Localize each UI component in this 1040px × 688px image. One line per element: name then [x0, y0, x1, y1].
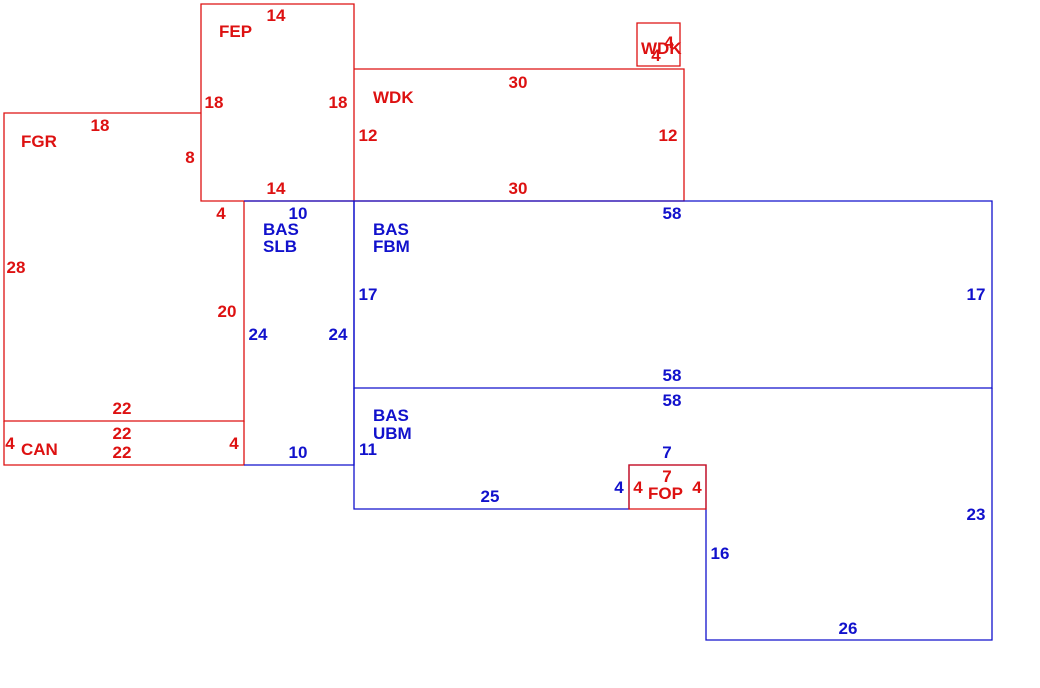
dim-bas-ubm-right: 23 — [967, 505, 986, 524]
area-bas-fbm: BAS FBM 58 17 17 58 — [353, 200, 993, 389]
dim-wdk-left: 12 — [359, 126, 378, 145]
dim-wdk-bottom: 30 — [509, 179, 528, 198]
dim-fep-left: 18 — [205, 93, 224, 112]
area-can: CAN 22 4 4 22 — [3, 421, 245, 466]
outline-bas-ubm — [353, 388, 993, 641]
dim-fgr-right: 20 — [218, 302, 237, 321]
dim-fop-right: 4 — [692, 478, 702, 497]
label-bas-fbm-line2: FBM — [373, 237, 410, 256]
dim-fgr-step: 4 — [216, 204, 226, 223]
dim-bas-ubm-left: 11 — [359, 440, 377, 459]
dim-bas-fbm-right: 17 — [967, 285, 986, 304]
dim-can-left: 4 — [5, 434, 15, 453]
dim-fop-top: 7 — [662, 467, 671, 486]
dim-fep-bottom: 14 — [267, 179, 286, 198]
dim-bas-fbm-top: 58 — [663, 204, 682, 223]
area-bas-ubm: BAS UBM 58 11 7 4 25 16 23 26 — [353, 388, 993, 641]
dim-can-top: 22 — [113, 424, 132, 443]
dim-fgr-top: 18 — [91, 116, 110, 135]
dim-bas-slb-left: 24 — [249, 325, 268, 344]
label-wdk: WDK — [373, 88, 414, 107]
dim-bas-ubm-notch-left: 4 — [614, 478, 624, 497]
dim-fep-top: 14 — [267, 6, 286, 25]
area-wdk: WDK 30 12 12 30 — [354, 68, 685, 202]
dim-bas-ubm-inner: 16 — [711, 544, 730, 563]
area-wdk-small: WDK 4 4 — [636, 22, 682, 67]
dim-wdk-top: 30 — [509, 73, 528, 92]
outline-wdk-small — [636, 22, 681, 67]
dim-fgr-notch: 8 — [185, 148, 194, 167]
dim-fgr-left: 28 — [7, 258, 26, 277]
label-wdk-small: WDK — [641, 39, 682, 58]
outline-can — [3, 421, 245, 466]
dim-can-right: 4 — [229, 434, 239, 453]
label-bas-fbm-line1: BAS — [373, 220, 409, 239]
area-bas-slb: BAS SLB 10 24 24 10 — [244, 200, 355, 466]
label-fep: FEP — [219, 22, 252, 41]
dim-wdk-small-a: 4 — [651, 46, 661, 65]
dim-bas-ubm-bottom: 26 — [839, 619, 858, 638]
dim-fep-right: 18 — [329, 93, 348, 112]
outline-fop — [628, 464, 707, 510]
dim-bas-slb-top: 10 — [289, 204, 308, 223]
outline-fgr — [3, 112, 245, 422]
dim-fop-left: 4 — [633, 478, 643, 497]
label-bas-ubm-line1: BAS — [373, 406, 409, 425]
dim-bas-fbm-left: 17 — [359, 285, 378, 304]
dim-wdk-right: 12 — [659, 126, 678, 145]
dim-bas-slb-bottom: 10 — [289, 443, 308, 462]
label-fgr: FGR — [21, 132, 57, 151]
area-fep: FEP 14 18 18 14 — [200, 3, 355, 202]
label-bas-slb-line1: BAS — [263, 220, 299, 239]
dim-bas-slb-right: 24 — [329, 325, 348, 344]
dim-bas-ubm-top: 58 — [663, 391, 682, 410]
dim-bas-fbm-bottom: 58 — [663, 366, 682, 385]
label-bas-ubm-line2: UBM — [373, 424, 412, 443]
area-fop: FOP 7 4 4 — [628, 464, 707, 510]
dim-can-bottom: 22 — [113, 443, 132, 462]
label-bas-slb-line2: SLB — [263, 237, 297, 256]
dim-bas-ubm-bottom-left: 25 — [481, 487, 500, 506]
area-fgr: FGR 18 8 4 28 20 22 — [3, 112, 245, 422]
dim-fgr-bottom: 22 — [113, 399, 132, 418]
dim-wdk-small-b: 4 — [664, 33, 674, 52]
outline-bas-fbm — [353, 200, 993, 389]
dim-bas-ubm-notch-top: 7 — [662, 443, 671, 462]
label-can: CAN — [21, 440, 58, 459]
label-fop: FOP — [648, 484, 683, 503]
